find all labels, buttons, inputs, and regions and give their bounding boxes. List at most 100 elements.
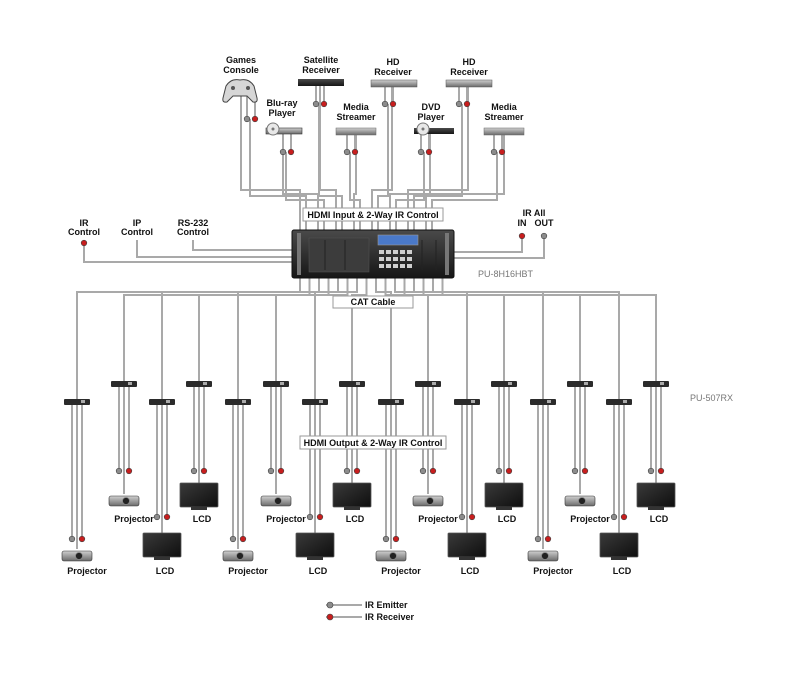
projector-lens-icon [274, 497, 282, 505]
ir-emitter-dot-icon [312, 100, 320, 108]
ir-receiver-dot-icon [468, 513, 476, 521]
ir-receiver-dot-icon [78, 535, 86, 543]
source-label-line2: Console [223, 65, 259, 75]
rs232-control-label-line1: RS-232 [178, 218, 209, 228]
ir-receiver-dot-icon [392, 535, 400, 543]
source-games-console: Games Console [222, 55, 259, 103]
output-device-label: LCD [498, 514, 517, 524]
ir-receiver-dot-icon [425, 148, 433, 156]
ir-control-label-line1: IR [80, 218, 90, 228]
cat-cable [375, 278, 392, 403]
output-device-label: Projector [114, 514, 154, 524]
receiver-port-icon [280, 382, 284, 385]
receiver-port-icon [584, 382, 588, 385]
ir-emitter-dot-icon [343, 467, 351, 475]
disc-player-icon [265, 127, 303, 135]
receiver-dot-icon [326, 613, 334, 621]
projector-lens-icon [578, 497, 586, 505]
source-label-line1: Blu-ray [266, 98, 297, 108]
lcd-display [377, 234, 419, 246]
projector-lens-icon [541, 552, 549, 560]
rs232-control-cable [192, 240, 292, 251]
receiver-model-label: PU-507RX [690, 393, 733, 403]
streamer-box-icon [335, 127, 377, 136]
hdbt-receiver-icon [186, 381, 212, 387]
ir-receiver-dot-icon [389, 100, 397, 108]
ir-receiver-dot-icon [505, 467, 513, 475]
cat-cable [161, 278, 320, 403]
source-media-streamer-2: Media Streamer [483, 102, 525, 136]
output-device-label: LCD [650, 514, 669, 524]
output-device-label: LCD [309, 566, 328, 576]
receiver-port-icon [660, 382, 664, 385]
source-label-line2: Receiver [374, 67, 412, 77]
source-label-line2: Receiver [450, 67, 488, 77]
node-layer [61, 100, 676, 562]
ir-receiver-dot-icon [351, 148, 359, 156]
projector-lens-icon [389, 552, 397, 560]
ir-receiver-dot-icon [429, 467, 437, 475]
output-labels: ProjectorProjectorLCDLCDProjectorProject… [67, 514, 669, 576]
hdbt-receiver-icon [111, 381, 137, 387]
cat-cable [441, 278, 657, 385]
hdbt-receiver-icon [606, 399, 632, 405]
hdbt-receiver-icon [225, 399, 251, 405]
emitter-dot-icon [326, 601, 334, 609]
output-device-label: LCD [346, 514, 365, 524]
legend-receiver-label: IR Receiver [365, 612, 415, 622]
ir-control-label-line2: Control [68, 227, 100, 237]
cat-banner-text: CAT Cable [351, 297, 396, 307]
gamepad-icon [222, 79, 258, 103]
ir-all-control: IR All IN OUT [518, 208, 555, 228]
source-label-line2: Streamer [336, 112, 376, 122]
ir-receiver-dot-icon [620, 513, 628, 521]
ir-emitter-dot-icon [381, 100, 389, 108]
ir-receiver-dot-icon [320, 100, 328, 108]
receiver-box-icon [445, 79, 493, 88]
ir-emitter-dot-icon [610, 513, 618, 521]
receiver-port-icon [508, 382, 512, 385]
output-device-label: LCD [156, 566, 175, 576]
legend-emitter-label: IR Emitter [365, 600, 408, 610]
lcd-stand-icon [496, 507, 512, 510]
source-blu-ray-player: Blu-ray Player [265, 98, 303, 136]
ir-receiver-dot-icon [251, 115, 259, 123]
output-device-label: Projector [570, 514, 610, 524]
keypad [379, 250, 412, 268]
hdbt-receiver-icon [567, 381, 593, 387]
receiver-port-icon [471, 400, 475, 403]
source-satellite-receiver: Satellite Receiver [298, 55, 344, 86]
cable-layer [71, 86, 662, 549]
legend: IR Emitter IR Receiver [326, 600, 415, 622]
output-device-label: Projector [381, 566, 421, 576]
source-label-line1: Games [226, 55, 256, 65]
cat-cable [198, 278, 330, 385]
hdbt-receiver-icon [491, 381, 517, 387]
lcd-stand-icon [459, 557, 475, 560]
disc-player-icon [414, 128, 454, 134]
ir-emitter-dot-icon [343, 148, 351, 156]
ir-emitter-dot-icon [419, 467, 427, 475]
source-hd-receiver-2: HD Receiver [445, 57, 493, 88]
source-dvd-player: DVD Player [414, 102, 454, 136]
ip-control-cable [136, 240, 292, 258]
ir-emitter-dot-icon [458, 513, 466, 521]
ir-receiver-dot-icon [125, 467, 133, 475]
lcd-tv-icon [484, 482, 524, 508]
receiver-port-icon [395, 400, 399, 403]
source-label-line2: Receiver [302, 65, 340, 75]
lcd-stand-icon [611, 557, 627, 560]
ir-receiver-dot-icon [353, 467, 361, 475]
ir-control: IR Control [68, 218, 100, 237]
receiver-port-icon [547, 400, 551, 403]
ir-emitter-dot-icon [153, 513, 161, 521]
ip-control: IP Control [121, 218, 153, 237]
hdbt-receiver-icon [263, 381, 289, 387]
matrix-model-label: PU-8H16HBT [478, 269, 534, 279]
lcd-tv-icon [179, 482, 219, 508]
source-label-line2: Player [268, 108, 296, 118]
lcd-stand-icon [307, 557, 323, 560]
ir-emitter-dot-icon [306, 513, 314, 521]
source-label-line1: Media [343, 102, 370, 112]
